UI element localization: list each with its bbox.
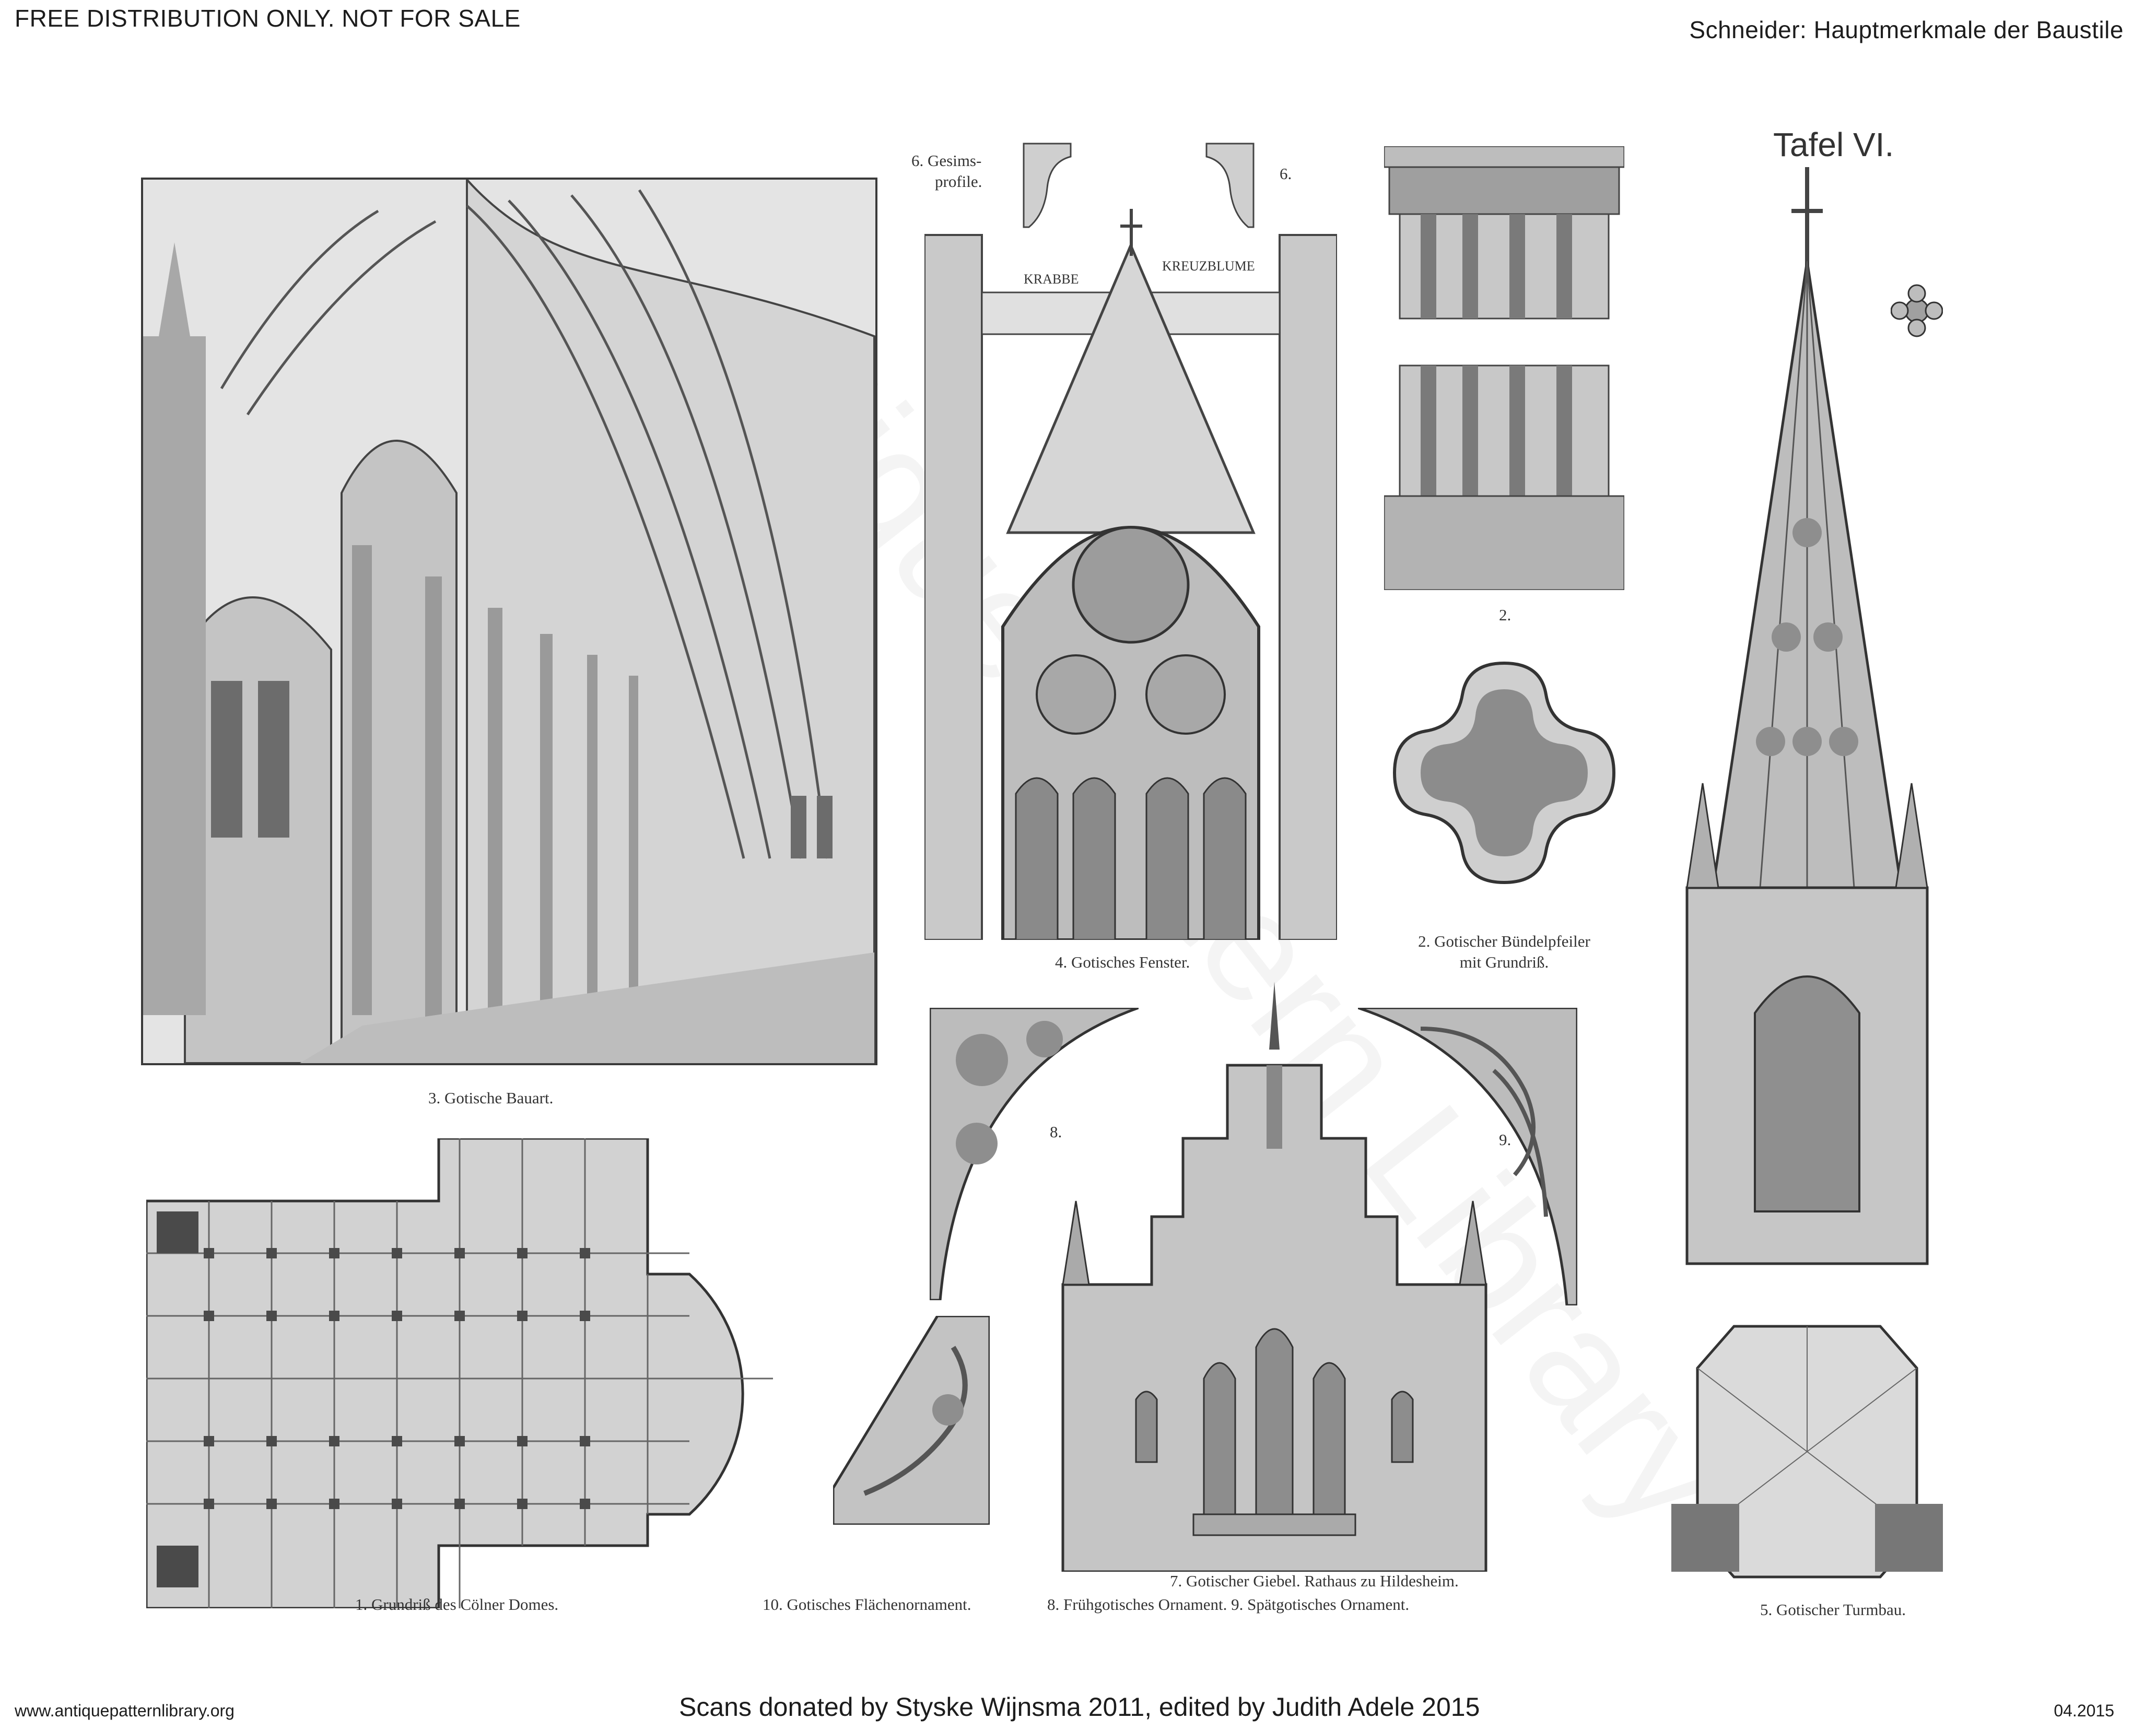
footer-credits: Scans donated by Styske Wijnsma 2011, ed… xyxy=(679,1692,1480,1722)
figure-8-number: 8. xyxy=(1050,1123,1062,1141)
figure-2-compound-pier xyxy=(1384,146,1624,590)
figure-2-number: 2. xyxy=(1499,606,1511,624)
figure-2-caption-line-1: 2. Gotischer Bündelpfeiler xyxy=(1418,932,1590,950)
figure-5-caption: 5. Gotischer Turmbau. xyxy=(1760,1600,1906,1619)
figure-4-gothic-window xyxy=(924,209,1337,940)
finial-plan-detail xyxy=(1891,284,1943,337)
header-source-title: Schneider: Hauptmerkmale der Baustile xyxy=(1689,16,2124,43)
figure-7-caption: 7. Gotischer Giebel. Rathaus zu Hildeshe… xyxy=(1170,1572,1459,1590)
figure-10-surface-ornament xyxy=(833,1316,990,1525)
figure-6-label-left-1: 6. Gesims- xyxy=(911,151,982,170)
figure-1-caption: 1. Grundriß des Cölner Domes. xyxy=(355,1595,559,1614)
label-kreuzblume: KREUZBLUME xyxy=(1162,258,1255,274)
figure-9-number: 9. xyxy=(1499,1131,1511,1149)
figure-1-cologne-cathedral-plan xyxy=(146,1138,773,1608)
gothic-spire-illustration xyxy=(1671,167,1943,1579)
footer-date: 04.2015 xyxy=(2054,1701,2114,1720)
figure-3-caption: 3. Gotische Bauart. xyxy=(428,1089,554,1107)
header-distribution-notice: FREE DISTRIBUTION ONLY. NOT FOR SALE xyxy=(15,5,521,32)
plate-title: Tafel VI. xyxy=(1773,126,1894,163)
compound-pier-elevation xyxy=(1384,146,1624,590)
gothic-window-illustration xyxy=(924,209,1337,940)
figure-8-9-caption: 8. Frühgotisches Ornament. 9. Spätgotisc… xyxy=(1047,1595,1410,1614)
gothic-interior-illustration xyxy=(143,180,875,1063)
figure-6-label-left-2: profile. xyxy=(935,172,982,191)
cornice-profile-left xyxy=(1023,143,1072,228)
cornice-profile-right xyxy=(1205,143,1255,228)
compound-pier-plan xyxy=(1392,661,1616,885)
label-krabbe: KRABBE xyxy=(1024,272,1079,287)
figure-4-caption: 4. Gotisches Fenster. xyxy=(1055,953,1190,971)
figure-9-late-gothic-ornament xyxy=(1358,1008,1577,1305)
figure-3-gothic-interior xyxy=(141,178,877,1065)
figure-7-stepped-gable xyxy=(1061,982,1487,1572)
figure-6-label-right: 6. xyxy=(1280,164,1292,183)
figure-2-caption-line-2: mit Grundriß. xyxy=(1459,953,1549,971)
figure-10-caption: 10. Gotisches Flächenornament. xyxy=(763,1595,971,1614)
figure-5-gothic-spire xyxy=(1661,167,1953,1619)
footer-website: www.antiquepatternlibrary.org xyxy=(15,1701,235,1720)
figure-8-early-gothic-ornament xyxy=(930,1008,1139,1300)
